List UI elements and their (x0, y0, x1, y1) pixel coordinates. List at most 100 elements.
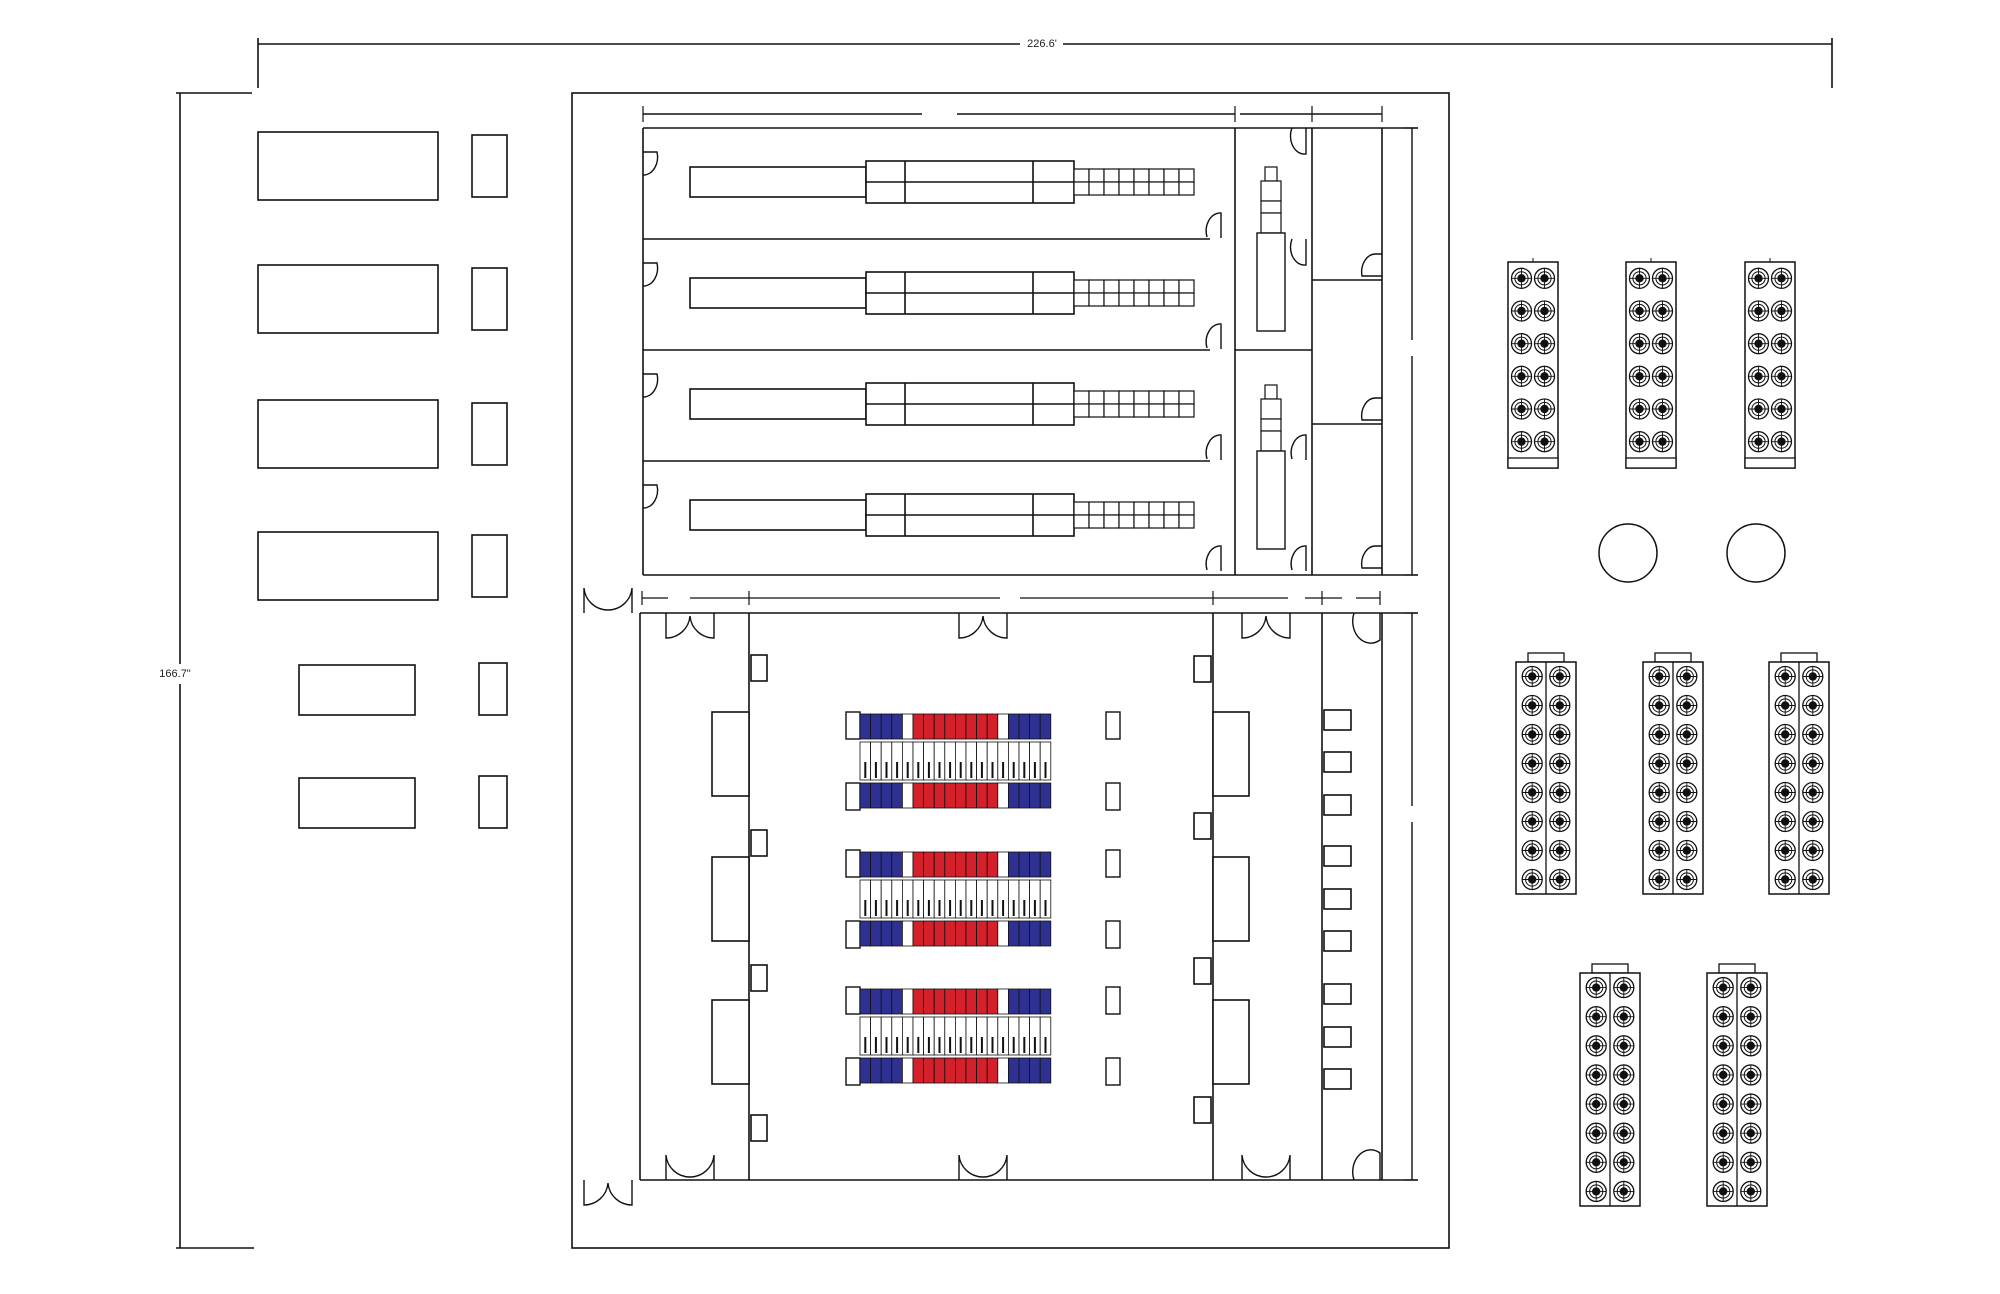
grid-cell (1163, 279, 1180, 294)
door-swing (1290, 545, 1307, 571)
grid-cell (1118, 168, 1135, 183)
fan-icon (1774, 839, 1796, 862)
condenser-unit (1744, 258, 1796, 469)
equipment-bed (689, 277, 867, 309)
large-table (257, 131, 439, 201)
rack-cabinet-front (902, 713, 914, 740)
fan-icon (1585, 1180, 1607, 1203)
fan-icon (1712, 1006, 1734, 1028)
fan-icon (1770, 365, 1793, 387)
door-swing (1205, 545, 1222, 571)
grid-cell (1088, 514, 1105, 529)
equipment-bed (689, 388, 867, 420)
fan-icon (1802, 723, 1824, 746)
locker (1323, 845, 1352, 867)
rack-cabinet-back (912, 920, 925, 947)
rack-cabinet-back (944, 920, 956, 947)
chiller-unit (1768, 652, 1830, 895)
left-furniture-area (257, 131, 508, 829)
grid-cell (1148, 181, 1165, 196)
grid-cell (1073, 279, 1090, 294)
rack-end-cap (845, 711, 861, 740)
rack-cabinet-back (902, 782, 914, 809)
wall-unit (1212, 856, 1250, 942)
locker (1323, 1026, 1352, 1048)
fan-icon (1549, 810, 1571, 833)
fan-icon (1676, 868, 1698, 891)
grid-cell (1163, 514, 1180, 529)
rack-cabinet-front (870, 713, 882, 740)
fan-icon (1533, 300, 1556, 322)
fan-icon (1521, 665, 1543, 688)
grid-cell (1073, 292, 1090, 307)
rack-cabinet-back (902, 1057, 914, 1084)
rack-cabinet-front (955, 988, 967, 1015)
equipment-grid (1073, 168, 1195, 196)
fan-icon (1712, 1151, 1734, 1173)
small-table (298, 777, 416, 829)
rack-cabinet-back (944, 782, 956, 809)
large-table (257, 531, 439, 601)
rack-cabinet-back (933, 782, 946, 809)
rack-cabinet-front (933, 851, 946, 878)
fan-icon (1802, 665, 1824, 688)
grid-cell (1163, 403, 1180, 418)
machine-body (1256, 232, 1286, 332)
fan-icon (1770, 300, 1793, 322)
rack-cabinet-front (986, 851, 999, 878)
rack-cabinet-front (923, 713, 935, 740)
outdoor-equipment-yard (1507, 258, 1830, 1207)
grid-cell (1118, 292, 1135, 307)
rack-cabinet-front (976, 713, 988, 740)
rack-cabinet-back (1029, 920, 1041, 947)
grid-cell (1088, 279, 1105, 294)
locker (1323, 983, 1352, 1005)
fan-icon (1740, 1180, 1762, 1203)
rack-cabinet-front (986, 713, 999, 740)
fan-icon (1774, 810, 1796, 833)
side-cabinet (471, 402, 508, 466)
rack-cabinet-front (1018, 988, 1031, 1015)
grid-cell (1118, 390, 1135, 405)
rack-cabinet-back (997, 920, 1009, 947)
rack-cabinet-back (880, 782, 893, 809)
rack-cabinet-front (859, 988, 872, 1015)
door-swing (1352, 612, 1381, 644)
equipment-bed (689, 166, 867, 198)
equipment-grid (1073, 279, 1195, 307)
rack-cabinet-front (944, 851, 956, 878)
fan-icon (1585, 1151, 1607, 1173)
double-door (1241, 1154, 1291, 1180)
aisle-slot (1039, 741, 1052, 781)
unit-cap (1591, 963, 1629, 974)
grid-cell (1178, 403, 1195, 418)
grid-cell (1133, 514, 1150, 529)
fan-icon (1676, 839, 1698, 862)
grid-cell (1103, 514, 1120, 529)
grid-cell (1133, 292, 1150, 307)
rack-end-cap (1105, 711, 1121, 740)
rack-cabinet-back (923, 920, 935, 947)
rack-cabinet-front (902, 851, 914, 878)
grid-cell (1133, 501, 1150, 516)
fan-icon (1802, 810, 1824, 833)
fan-icon (1770, 267, 1793, 289)
fan-icon (1613, 1180, 1635, 1203)
rack-cabinet-back (1008, 782, 1020, 809)
rack-cabinet-front (859, 851, 872, 878)
fan-icon (1774, 694, 1796, 717)
rack-cabinet-back (997, 1057, 1009, 1084)
grid-cell (1148, 168, 1165, 183)
fan-icon (1628, 431, 1651, 453)
grid-cell (1163, 501, 1180, 516)
rack-cabinet-back (976, 782, 988, 809)
grid-cell (1073, 501, 1090, 516)
rack-end-cap (845, 849, 861, 878)
rack-cabinet-front (870, 851, 882, 878)
rack-cabinet-front (1039, 713, 1052, 740)
machine-part (1260, 200, 1282, 214)
grid-cell (1103, 279, 1120, 294)
storage-tank (1726, 523, 1786, 583)
height-dimension-label: 166.7" (159, 668, 191, 680)
door-swing (1289, 238, 1307, 266)
